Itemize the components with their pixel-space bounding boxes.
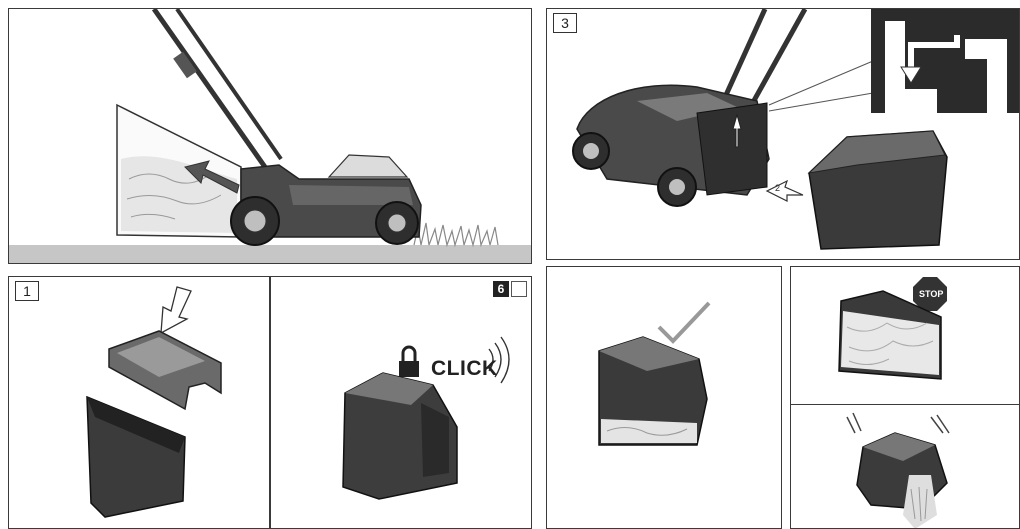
step-number: 3 <box>553 13 577 33</box>
bag-empty-ok-illustration <box>547 267 782 529</box>
bag-emptying-illustration <box>791 405 1020 529</box>
shake-lines-icon <box>847 413 949 433</box>
lock-icon <box>399 347 419 377</box>
click-label: CLICK <box>431 357 498 381</box>
stop-sign-icon: STOP <box>913 277 947 311</box>
panel-mowing-overview <box>8 8 532 264</box>
ground-strip <box>9 245 532 264</box>
panel-bag-ok <box>546 266 782 529</box>
step-number: 1 <box>15 281 39 301</box>
bag-frame-insert-illustration <box>9 277 270 529</box>
panel-step-1: 1 <box>8 276 270 529</box>
bag-assembled-illustration <box>271 277 532 529</box>
panel-click: 6 CLICK <box>270 276 532 529</box>
checkmark-icon <box>659 303 709 341</box>
panel-bag-empty <box>790 404 1020 529</box>
bag-full-illustration: STOP <box>791 267 1020 406</box>
mower-side-illustration <box>9 9 532 264</box>
panel-step-3: 3 2 <box>546 8 1020 260</box>
arrow-label: 2 <box>775 183 780 193</box>
mower-rear-illustration: 2 <box>547 9 1020 260</box>
panel-bag-full: STOP <box>790 266 1020 406</box>
stop-label: STOP <box>919 289 943 299</box>
